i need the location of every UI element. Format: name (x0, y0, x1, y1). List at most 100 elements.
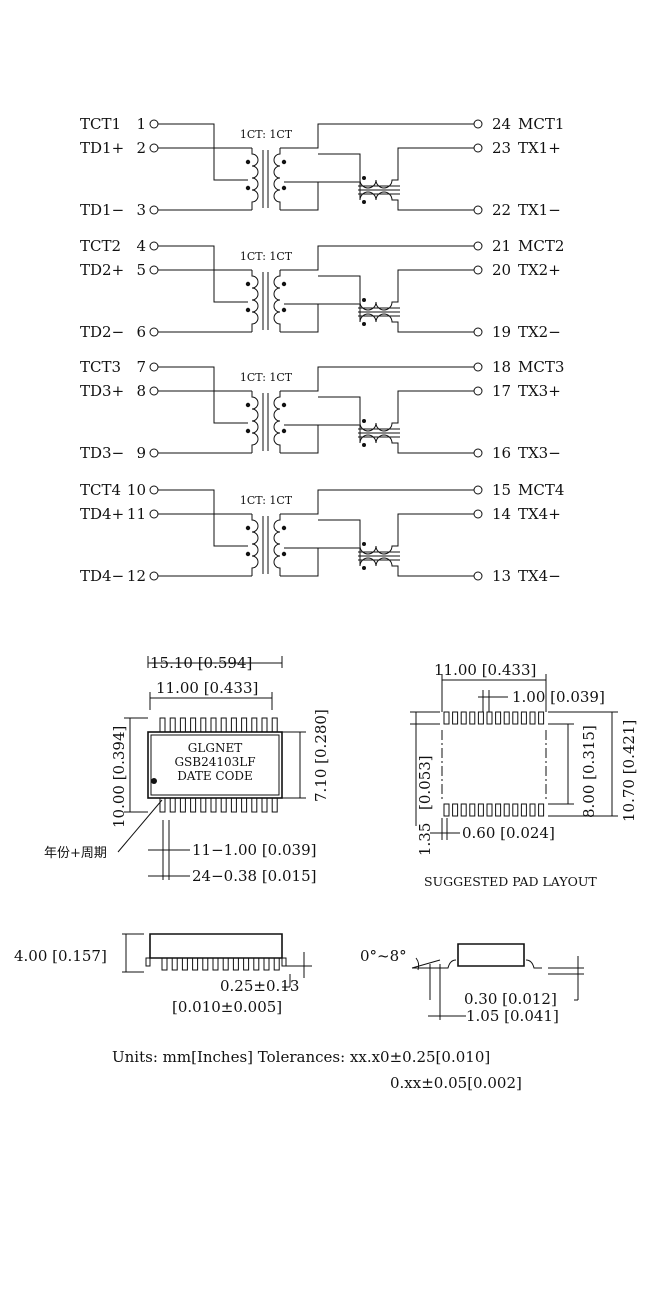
txp-label-2: TX2+ (518, 261, 561, 279)
lead-bottom (261, 797, 268, 813)
txp-pin-1: 23 (492, 139, 511, 157)
pad-top (503, 711, 510, 725)
terminal-right (473, 485, 483, 495)
lead-top (190, 717, 197, 733)
pin1-dot (151, 778, 157, 784)
pad-bottom (452, 803, 459, 817)
dim-body: 11.00 [0.433] (156, 679, 258, 697)
lead-top (210, 717, 217, 733)
end-view: 0°~8° 0.30 [0.012] 1.05 [0.041] (360, 943, 584, 1025)
pad-top (477, 711, 484, 725)
terminal-right (473, 143, 483, 153)
plus-pin-1: 2 (136, 139, 146, 157)
plus-label-1: TD1+ (80, 139, 124, 157)
pad-layout: 11.00 [0.433] 1.00 [0.039] [0.053] 1.35 … (410, 661, 638, 889)
plus-pin-4: 11 (127, 505, 146, 523)
end-dim-lead: 0.30 [0.012] (464, 990, 557, 1008)
lead-bottom (271, 797, 278, 813)
terminal-left (149, 241, 159, 251)
pad-dim-outer: 10.70 [0.421] (620, 720, 638, 822)
terminal-left (149, 119, 159, 129)
lead-top (169, 717, 176, 733)
terminal-left (149, 327, 159, 337)
side-lead (253, 957, 260, 971)
pad-dim-length-mm: 1.35 (416, 823, 434, 856)
mct-label-2: MCT2 (518, 237, 564, 255)
pad-bottom (486, 803, 493, 817)
terminal-left (149, 571, 159, 581)
side-view: 4.00 [0.157] 0.25±0.13 [0.010±0.005] (14, 933, 312, 1016)
txm-label-2: TX2− (518, 323, 561, 341)
pad-bottom (512, 803, 519, 817)
plus-label-2: TD2+ (80, 261, 124, 279)
terminal-right (473, 119, 483, 129)
side-dim-standoff-mm: 0.25±0.13 (220, 977, 299, 995)
side-lead (181, 957, 188, 971)
minus-label-1: TD1− (80, 201, 124, 219)
dim-height: 10.00 [0.394] (110, 726, 128, 828)
terminal-right (473, 571, 483, 581)
pad-top (495, 711, 502, 725)
mct-label-1: MCT1 (518, 115, 564, 133)
end-dim-foot: 1.05 [0.041] (466, 1007, 559, 1025)
terminal-left (149, 205, 159, 215)
pad-top (452, 711, 459, 725)
lead-top (179, 717, 186, 733)
pad-dim-width: 0.60 [0.024] (462, 824, 555, 842)
pad-top (512, 711, 519, 725)
pad-dim-pitch: 1.00 [0.039] (512, 688, 605, 706)
terminal-left (149, 509, 159, 519)
minus-label-2: TD2− (80, 323, 124, 341)
mct-label-4: MCT4 (518, 481, 564, 499)
txm-label-1: TX1− (518, 201, 561, 219)
ct-label-2: TCT2 (80, 237, 121, 255)
dim-body-height: 7.10 [0.280] (312, 709, 330, 802)
pad-dim-span: 11.00 [0.433] (434, 661, 536, 679)
ct-pin-3: 7 (136, 358, 146, 376)
tolerance-note: 0.xx±0.05[0.002] (390, 1074, 522, 1092)
lead-bottom (210, 797, 217, 813)
side-lead (232, 957, 239, 971)
txp-label-4: TX4+ (518, 505, 561, 523)
terminal-left (149, 362, 159, 372)
ct-label-3: TCT3 (80, 358, 121, 376)
txp-pin-3: 17 (492, 382, 511, 400)
side-lead (202, 957, 209, 971)
lead-top (271, 717, 278, 733)
pad-bottom (520, 803, 527, 817)
ratio-label-1: 1CT: 1CT (240, 128, 293, 141)
minus-label-4: TD4− (80, 567, 124, 585)
lead-bottom (200, 797, 207, 813)
side-lead (212, 957, 219, 971)
marking-line1: GLGNET (188, 741, 242, 755)
mct-pin-2: 21 (492, 237, 511, 255)
terminal-left (149, 265, 159, 275)
side-lead (273, 957, 280, 971)
txp-pin-4: 14 (492, 505, 511, 523)
ratio-label-2: 1CT: 1CT (240, 250, 293, 263)
pad-bottom (460, 803, 467, 817)
lead-top (251, 717, 258, 733)
ratio-label-4: 1CT: 1CT (240, 494, 293, 507)
lead-top (159, 717, 166, 733)
lead-bottom (251, 797, 258, 813)
plus-pin-3: 8 (136, 382, 146, 400)
terminal-right (473, 265, 483, 275)
txm-label-4: TX4− (518, 567, 561, 585)
pad-bottom (477, 803, 484, 817)
lead-bottom (190, 797, 197, 813)
lead-bottom (169, 797, 176, 813)
pad-bottom (443, 803, 450, 817)
pad-bottom (469, 803, 476, 817)
marking-line3: DATE CODE (177, 769, 253, 783)
lead-top (241, 717, 248, 733)
pad-bottom (495, 803, 502, 817)
ct-pin-4: 10 (127, 481, 146, 499)
lead-bottom (220, 797, 227, 813)
ct-pin-2: 4 (136, 237, 146, 255)
terminal-right (473, 327, 483, 337)
pad-dim-length-in: [0.053] (416, 755, 434, 810)
txp-pin-2: 20 (492, 261, 511, 279)
